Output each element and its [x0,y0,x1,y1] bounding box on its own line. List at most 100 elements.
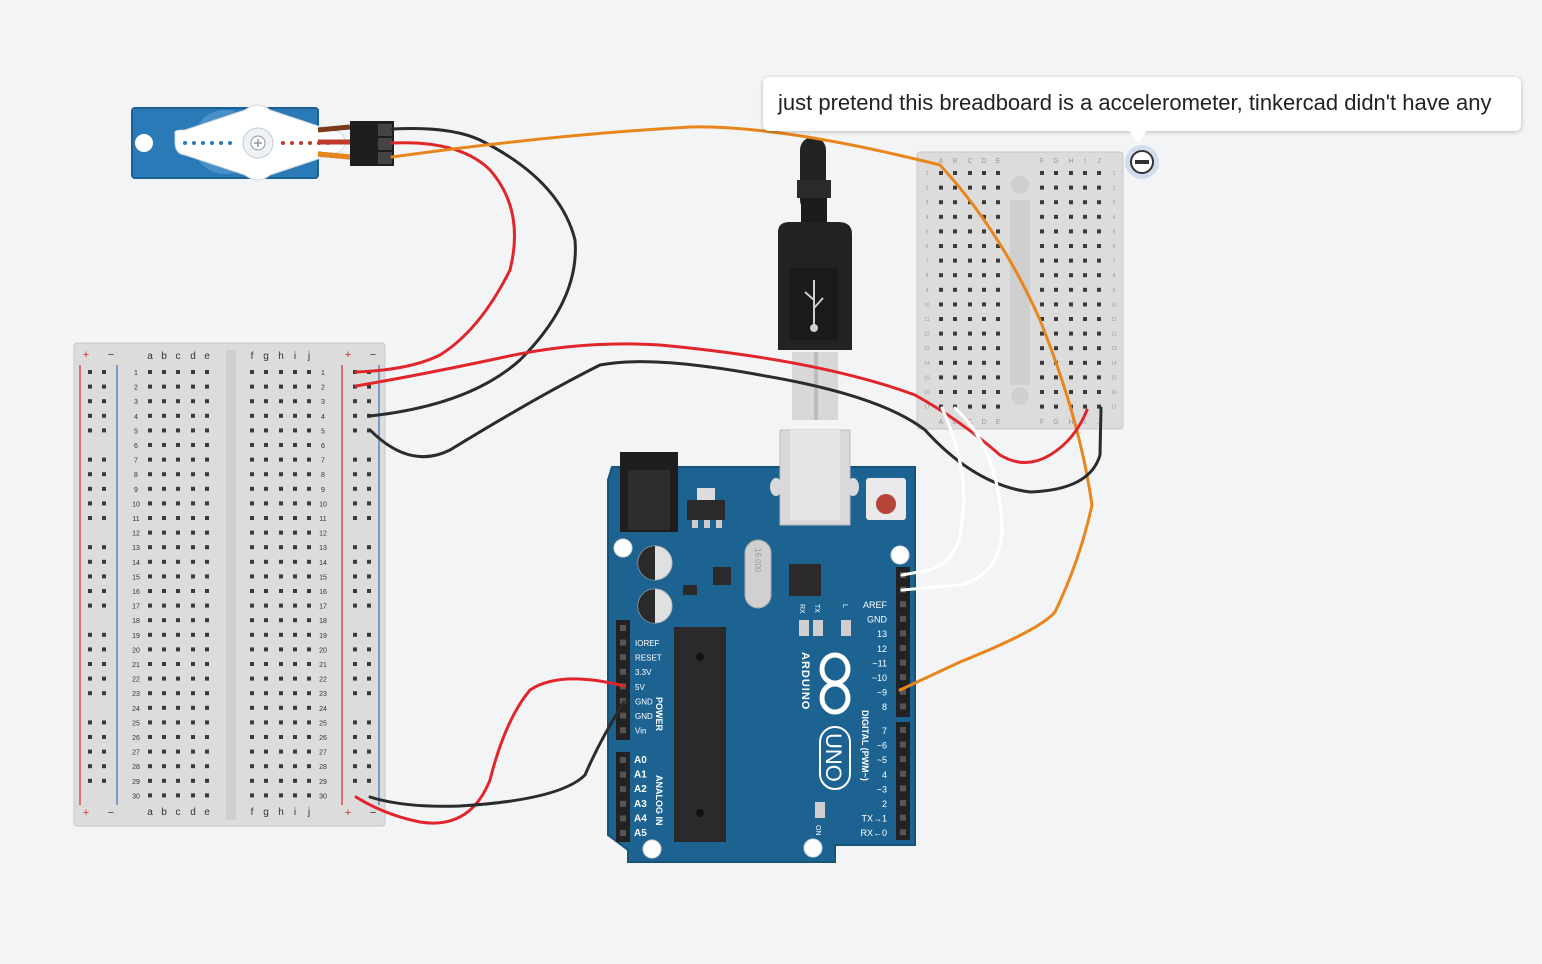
row-number-right: 25 [319,720,327,727]
row-number-left: 15 [132,574,140,581]
row-number-right: 3 [321,399,325,406]
pin-label: GND [635,697,653,706]
row-number-left: 7 [134,458,138,465]
analog-header-title: ANALOG IN [654,775,664,826]
column-letter: c [176,807,181,818]
rail-sign: − [108,349,114,361]
wires[interactable] [354,125,1103,825]
power-header-title: POWER [654,697,664,732]
mini-column-letter: D [981,419,986,426]
led-label: RX [798,604,805,614]
row-number-left: 17 [132,604,140,611]
mini-row-number: 9 [926,288,929,294]
wire-servo-power[interactable] [354,141,516,374]
column-letter: j [307,807,310,818]
row-number-right: 22 [319,677,327,684]
mini-row-number: 7 [926,259,929,265]
pin-label: ~3 [877,784,887,794]
row-number-right: 14 [319,560,327,567]
pin-label: 3.3V [635,668,652,677]
main-breadboard-holes[interactable] [88,370,371,798]
row-number-right: 10 [319,501,327,508]
mini-breadboard-holes[interactable] [939,171,1101,409]
row-number-left: 30 [132,793,140,800]
row-number-left: 25 [132,720,140,727]
row-number-right: 21 [319,662,327,669]
pin-label: IOREF [635,639,660,648]
mini-row-number: 15 [1111,375,1117,381]
pin-label: AREF [863,600,888,610]
wire-accel-scl[interactable] [900,406,1004,592]
row-number-left: 26 [132,735,140,742]
annotation-tail [1128,129,1148,143]
arduino-brand-label: ARDUINO [799,652,811,710]
row-number-right: 1 [321,370,325,377]
column-letter: a [147,351,153,362]
row-number-right: 2 [321,385,325,392]
pin-label: A5 [634,828,647,839]
wire-arduino-5v[interactable] [354,677,626,825]
pin-label: A4 [634,813,647,824]
arduino-uno-board[interactable]: ARDUINO UNO 16.000 POWER ANALOG IN DIGIT… [607,429,916,863]
rail-sign: + [345,807,351,819]
rail-sign: − [370,807,376,819]
wire-breadboard-to-mini-ground[interactable] [368,360,1103,494]
wire-servo-ground[interactable] [368,126,577,418]
rail-sign: + [83,807,89,819]
column-letter: f [251,351,254,362]
mini-row-number: 13 [1111,346,1117,352]
row-number-right: 30 [319,793,327,800]
mini-column-letter: H [1068,419,1073,426]
pin-label: A2 [634,784,647,795]
wire-servo-signal[interactable] [390,125,1094,692]
row-number-right: 19 [319,633,327,640]
mini-row-number: 4 [1113,215,1116,221]
mini-column-letter: A [939,158,944,165]
led-label: L [841,604,848,608]
pin-label: 12 [877,644,887,654]
row-number-left: 20 [132,647,140,654]
minus-circle-icon [1130,150,1154,174]
mini-row-number: 1 [926,171,929,177]
rail-sign: − [108,807,114,819]
mini-row-number: 2 [1113,186,1116,192]
row-number-right: 28 [319,764,327,771]
row-number-right: 20 [319,647,327,654]
row-number-right: 27 [319,750,327,757]
row-number-left: 8 [134,472,138,479]
wire-arduino-gnd[interactable] [368,700,626,808]
row-number-right: 26 [319,735,327,742]
row-number-right: 12 [319,531,327,538]
row-number-left: 29 [132,779,140,786]
mini-column-letter: C [967,158,972,165]
mini-row-number: 12 [1111,332,1117,338]
column-letter: i [294,351,296,362]
annotation-note[interactable]: just pretend this breadboard is a accele… [763,77,1521,131]
column-letter: c [176,351,181,362]
pin-label: ~11 [872,658,887,668]
pin-label: ~5 [877,755,887,765]
mini-row-number: 4 [926,215,929,221]
column-letter: e [204,351,210,362]
annotation-collapse-button[interactable] [1125,145,1159,179]
row-number-left: 4 [134,414,138,421]
mini-column-letter: I [1084,158,1086,165]
mini-row-number: 15 [924,375,930,381]
mini-column-letter: I [1084,419,1086,426]
wire-accel-sda[interactable] [900,406,966,577]
rail-sign: − [370,349,376,361]
column-letter: h [278,807,284,818]
servo-motor[interactable] [131,104,394,181]
wire-breadboard-to-mini-power[interactable] [354,342,1089,464]
mini-row-number: 3 [1113,200,1116,206]
pin-label: 13 [877,629,887,639]
column-letter: d [190,351,196,362]
mini-row-number: 5 [926,229,929,235]
annotation-text: just pretend this breadboard is a accele… [778,90,1492,115]
mini-row-number: 10 [924,302,930,308]
column-letter: j [307,351,310,362]
mini-row-number: 2 [926,186,929,192]
